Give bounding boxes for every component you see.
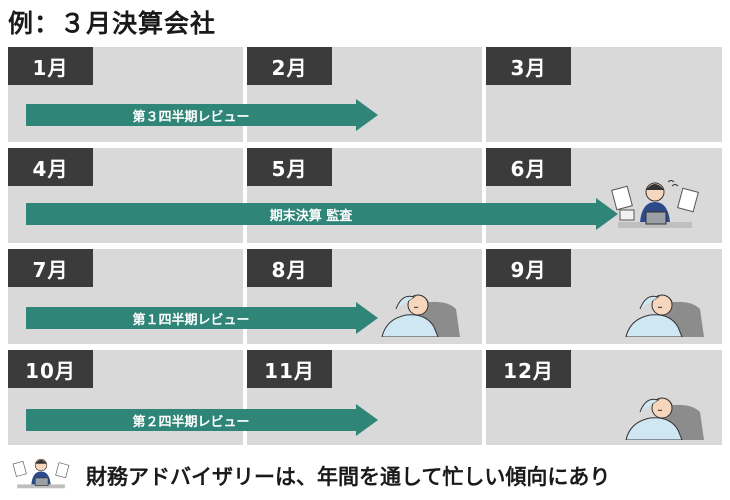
q3-review-arrow: 第３四半期レビュー [26, 99, 378, 131]
month-label: 1月 [8, 47, 93, 85]
page-title: 例：３月決算会社 [8, 9, 217, 38]
month-label: 8月 [247, 249, 332, 287]
month-cell: 1月 [8, 47, 243, 142]
q1-review-arrow: 第１四半期レビュー [26, 302, 378, 334]
resting-person-icon [376, 279, 462, 338]
arrow-label: 期末決算 監査 [269, 208, 353, 224]
q2-review-arrow: 第２四半期レビュー [26, 404, 378, 436]
busy-worker-icon [8, 456, 74, 496]
arrow-label: 第２四半期レビュー [132, 414, 250, 430]
arrow-label: 第１四半期レビュー [132, 312, 250, 328]
month-label: 4月 [8, 148, 93, 186]
month-label: 6月 [486, 148, 571, 186]
month-label: 7月 [8, 249, 93, 287]
month-label: 5月 [247, 148, 332, 186]
month-label: 3月 [486, 47, 571, 85]
footer-caption: 財務アドバイザリーは、年間を通して忙しい傾向にあり [86, 465, 611, 489]
quarter-row-4: 10月 11月 12月 第２四半期レビュー [8, 350, 722, 445]
resting-person-icon [620, 382, 706, 441]
month-cell: 5月 [247, 148, 482, 243]
month-label: 9月 [486, 249, 571, 287]
month-label: 12月 [486, 350, 571, 388]
quarter-row-2: 4月 5月 6月 期末決算 監査 [8, 148, 722, 243]
month-label: 11月 [247, 350, 332, 388]
quarter-row-3: 7月 8月 9月 第１四半期レビュー [8, 249, 722, 344]
resting-person-icon [620, 279, 706, 338]
month-cell: 3月 [486, 47, 722, 142]
month-cell: 4月 [8, 148, 243, 243]
year-end-audit-arrow: 期末決算 監査 [26, 198, 618, 230]
quarter-row-1: 1月 2月 3月 第３四半期レビュー [8, 47, 722, 142]
month-label: 10月 [8, 350, 93, 388]
month-label: 2月 [247, 47, 332, 85]
busy-worker-icon [610, 178, 700, 240]
month-cell: 2月 [247, 47, 482, 142]
arrow-label: 第３四半期レビュー [132, 109, 250, 125]
footer: 財務アドバイザリーは、年間を通して忙しい傾向にあり [8, 455, 722, 497]
